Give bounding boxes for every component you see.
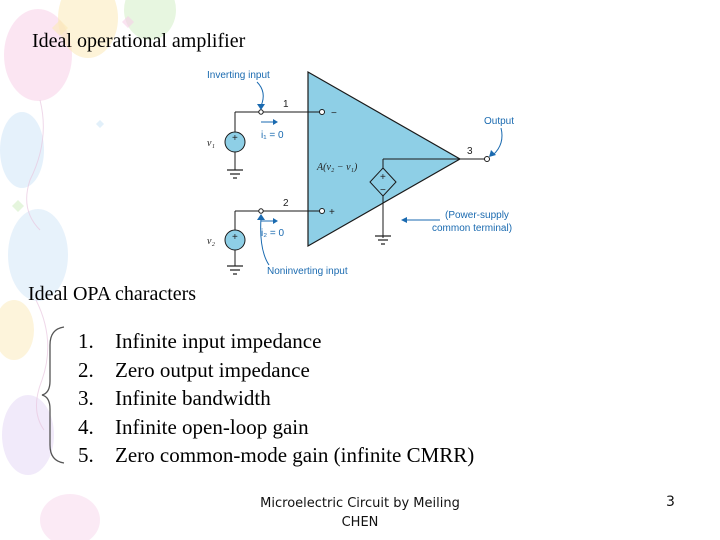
slide-footer: Microelectric Circuit by Meiling CHEN <box>245 494 475 532</box>
svg-text:+: + <box>232 133 238 144</box>
svg-text:v₁: v₁ <box>207 138 215 149</box>
power-supply-label: (Power-supply <box>445 210 509 221</box>
footer-line-2: CHEN <box>341 515 379 530</box>
list-item: 4.Infinite open-loop gain <box>78 414 309 439</box>
svg-text:i₁ = 0: i₁ = 0 <box>261 130 284 141</box>
slide-title: Ideal operational amplifier <box>32 30 246 52</box>
svg-text:−: − <box>380 185 386 196</box>
node-2-label: 2 <box>283 198 289 209</box>
page-number: 3 <box>666 494 675 510</box>
gain-expression: A(v₂ − v₁) <box>316 162 358 173</box>
svg-text:+: + <box>232 232 238 243</box>
node-1-label: 1 <box>283 99 289 110</box>
svg-text:v₂: v₂ <box>207 236 215 247</box>
noninverting-input-label: Noninverting input <box>267 266 348 277</box>
footer-line-1: Microelectric Circuit by Meiling <box>260 496 460 511</box>
voltage-source-v1: + v₁ <box>207 112 246 179</box>
current-i1: i₁ = 0 <box>261 119 284 141</box>
list-item: 2.Zero output impedance <box>78 357 310 382</box>
list-item: 5.Zero common-mode gain (infinite CMRR) <box>78 443 475 467</box>
minus-terminal: − <box>331 108 337 119</box>
list-item: 3.Infinite bandwidth <box>78 386 271 410</box>
list-item: 1.Infinite input impedance <box>78 329 322 353</box>
ground-symbol <box>375 220 391 245</box>
list-brace <box>41 326 65 464</box>
voltage-source-v2: + v₂ <box>207 211 246 275</box>
svg-text:+: + <box>380 172 386 183</box>
ideal-opamp-circuit-diagram: + − − 1 + 2 3 + v₁ + <box>207 70 514 277</box>
node-3-label: 3 <box>467 146 473 157</box>
common-terminal-label: common terminal) <box>432 223 512 234</box>
characters-heading: Ideal OPA characters <box>28 283 197 305</box>
characteristics-list: 1.Infinite input impedance 2.Zero output… <box>78 327 474 470</box>
svg-text:i₂ = 0: i₂ = 0 <box>261 228 285 239</box>
current-i2: i₂ = 0 <box>261 218 285 239</box>
plus-terminal: + <box>329 207 335 218</box>
dependent-voltage-source: + − <box>369 158 460 238</box>
output-label: Output <box>484 116 514 127</box>
inverting-input-label: Inverting input <box>207 70 270 81</box>
